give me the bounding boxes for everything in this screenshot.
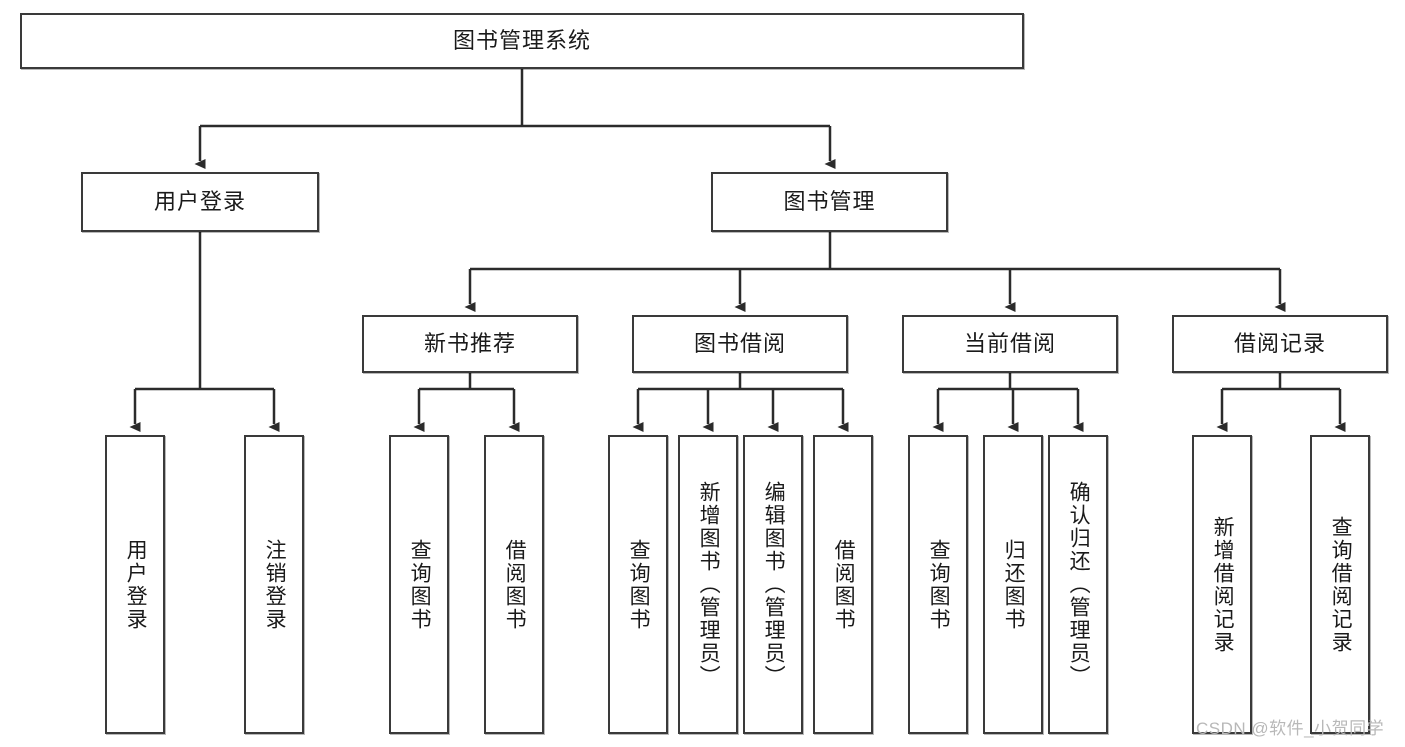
node-l_borrow1[interactable]: 借阅图书 — [484, 435, 544, 734]
node-label: 新书推荐 — [423, 330, 516, 356]
node-label: 图书借阅 — [693, 330, 786, 356]
node-label: 新增借阅记录 — [1211, 515, 1235, 654]
node-current[interactable]: 当前借阅 — [902, 315, 1118, 373]
node-label: 借阅记录 — [1233, 330, 1326, 356]
node-label: 查询借阅记录 — [1329, 515, 1353, 654]
node-label: 注销登录 — [263, 538, 287, 631]
node-l_confirm[interactable]: 确认归还（管理员） — [1048, 435, 1108, 734]
node-l_borrow2[interactable]: 借阅图书 — [813, 435, 873, 734]
node-label: 归还图书 — [1002, 538, 1026, 631]
node-l_login[interactable]: 用户登录 — [105, 435, 165, 734]
node-label: 查询图书 — [927, 538, 951, 631]
node-newbook[interactable]: 新书推荐 — [362, 315, 578, 373]
node-l_addrec[interactable]: 新增借阅记录 — [1192, 435, 1252, 734]
node-login[interactable]: 用户登录 — [81, 172, 319, 232]
node-l_return[interactable]: 归还图书 — [983, 435, 1043, 734]
node-root[interactable]: 图书管理系统 — [20, 13, 1024, 69]
node-label: 用户登录 — [124, 538, 148, 631]
node-label: 查询图书 — [408, 538, 432, 631]
node-label: 图书管理 — [783, 188, 876, 214]
node-label: 新增图书（管理员） — [697, 481, 721, 688]
node-label: 图书管理系统 — [452, 27, 591, 53]
node-label: 确认归还（管理员） — [1067, 481, 1091, 688]
node-l_query1[interactable]: 查询图书 — [389, 435, 449, 734]
node-label: 借阅图书 — [832, 538, 856, 631]
node-l_add[interactable]: 新增图书（管理员） — [678, 435, 738, 734]
node-label: 用户登录 — [153, 188, 246, 214]
node-label: 借阅图书 — [503, 538, 527, 631]
node-l_logout[interactable]: 注销登录 — [244, 435, 304, 734]
node-records[interactable]: 借阅记录 — [1172, 315, 1388, 373]
node-label: 编辑图书（管理员） — [762, 481, 786, 688]
node-borrow[interactable]: 图书借阅 — [632, 315, 848, 373]
edge-group — [129, 69, 1346, 432]
node-l_queryrec[interactable]: 查询借阅记录 — [1310, 435, 1370, 734]
node-label: 查询图书 — [627, 538, 651, 631]
node-l_edit[interactable]: 编辑图书（管理员） — [743, 435, 803, 734]
node-l_query2[interactable]: 查询图书 — [608, 435, 668, 734]
node-bookmgmt[interactable]: 图书管理 — [711, 172, 948, 232]
node-l_query3[interactable]: 查询图书 — [908, 435, 968, 734]
node-label: 当前借阅 — [963, 330, 1056, 356]
